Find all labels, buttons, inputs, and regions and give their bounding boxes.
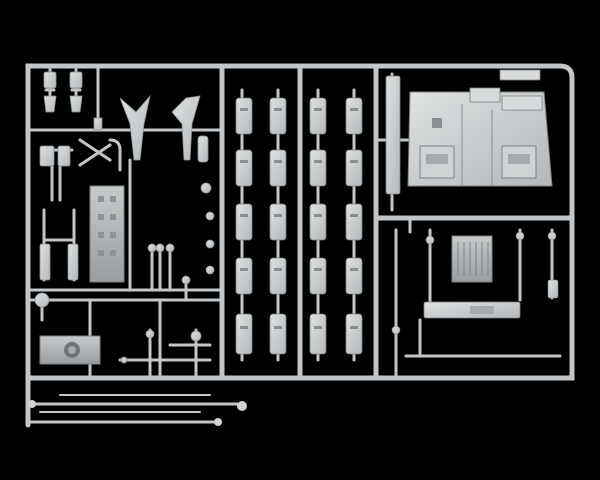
sprue-frame <box>25 63 575 428</box>
middle-parts <box>235 97 363 355</box>
left-panel <box>89 185 125 283</box>
right-small-parts <box>391 231 559 335</box>
grille-part <box>451 235 493 283</box>
long-rods <box>28 394 244 424</box>
left-small-parts <box>34 71 202 364</box>
right-lower-bar <box>423 301 521 319</box>
middle-part-details <box>240 108 358 329</box>
right-large-panel <box>407 69 553 187</box>
right-tall-part <box>385 75 401 195</box>
arm-parts <box>119 94 215 275</box>
left-bottom-block <box>39 335 101 365</box>
